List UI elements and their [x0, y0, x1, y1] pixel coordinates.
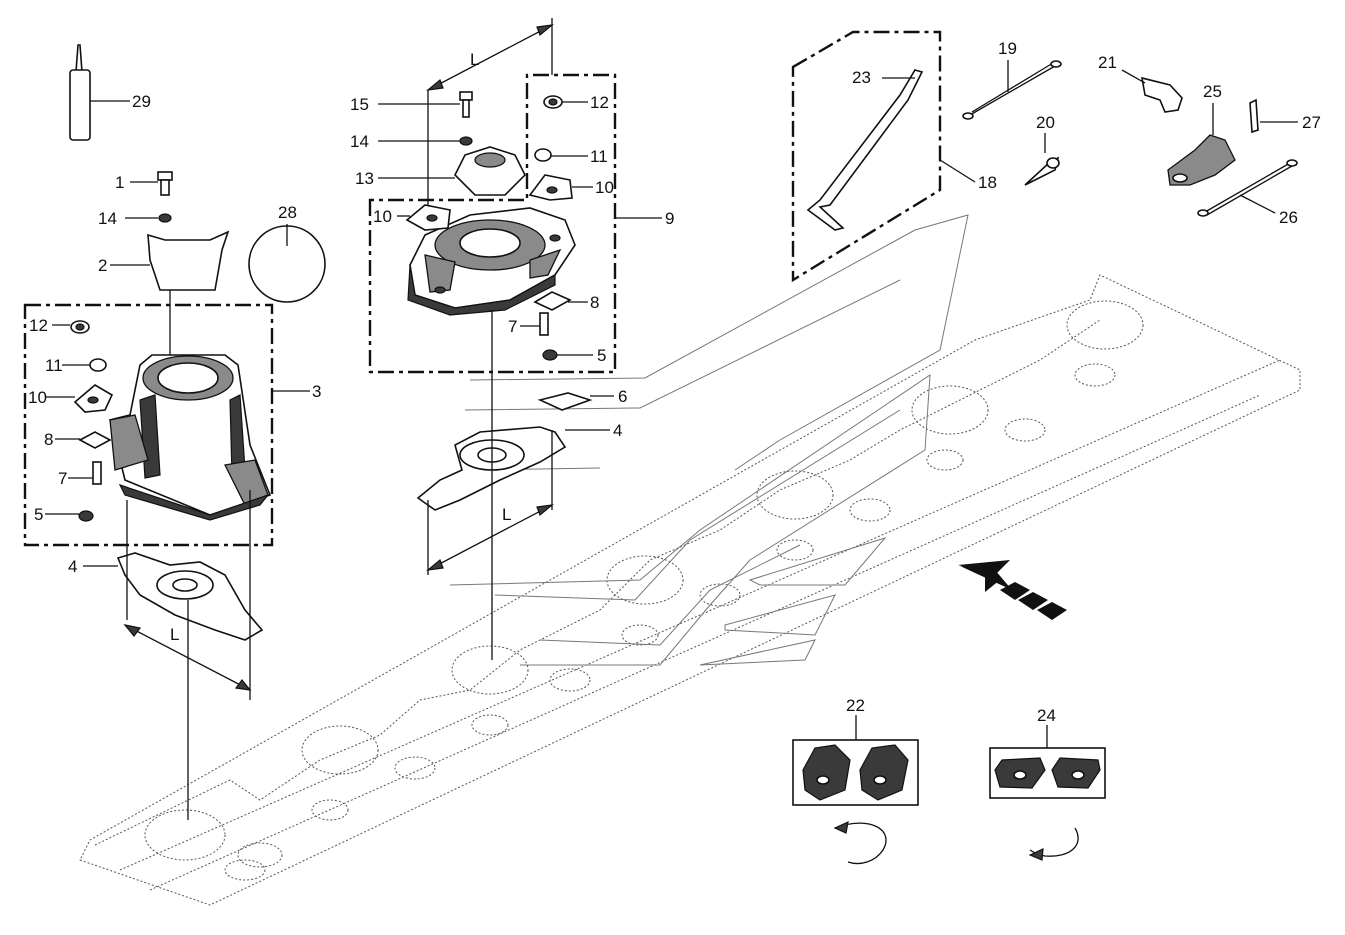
sealant-tube	[69, 44, 130, 141]
callout-26: 26	[1279, 208, 1298, 227]
callout-10-left: 10	[28, 388, 47, 407]
callout-15: 15	[350, 95, 369, 114]
left-small-parts	[45, 320, 114, 522]
callout-20: 20	[1036, 113, 1055, 132]
dimension-label-top: L	[470, 50, 479, 69]
callout-12-left: 12	[29, 316, 48, 335]
callout-19: 19	[998, 39, 1017, 58]
callout-5-left: 5	[34, 505, 43, 524]
callout-8-left: 8	[44, 430, 53, 449]
group-box-9	[368, 73, 617, 374]
left-hardware	[110, 171, 230, 355]
callout-13: 13	[355, 169, 374, 188]
callout-7-left: 7	[58, 469, 67, 488]
callout-4-center: 4	[613, 421, 622, 440]
dimension-label-left: L	[170, 625, 179, 644]
lever-group	[806, 69, 976, 231]
callout-28: 28	[278, 203, 297, 222]
cover-panels	[449, 214, 969, 666]
blade-holders-23	[792, 715, 919, 865]
callout-23: 22	[846, 696, 865, 715]
callout-25: 25	[1203, 82, 1222, 101]
callout-9: 9	[665, 209, 674, 228]
center-small-parts	[378, 91, 593, 361]
knife-and-skid-center	[416, 310, 614, 660]
right-small-parts	[962, 60, 1298, 217]
callout-24: 24	[1037, 706, 1056, 725]
callout-22: 21	[1098, 53, 1117, 72]
cutter-bar-ghost	[79, 274, 1301, 906]
callout-18: 18	[978, 173, 997, 192]
callout-3: 3	[312, 382, 321, 401]
housing-center	[407, 207, 662, 316]
dimension-label-bottom: L	[502, 505, 511, 524]
callout-21: 23	[852, 68, 871, 87]
blade-holders-24	[989, 725, 1106, 861]
group-box-3	[23, 303, 274, 547]
callout-10-center-left: 10	[373, 207, 392, 226]
callout-12-center: 12	[590, 93, 609, 112]
callout-5-center: 5	[597, 346, 606, 365]
callout-14-left: 14	[98, 209, 117, 228]
callout-6: 6	[618, 387, 627, 406]
callout-11-left: 11	[45, 356, 63, 375]
callout-2: 2	[98, 256, 107, 275]
callout-10-center-right: 10	[595, 178, 614, 197]
callout-29: 29	[132, 92, 151, 111]
housing-left	[109, 354, 310, 521]
travel-direction-arrow	[958, 560, 1067, 620]
callout-11-center: 11	[590, 147, 608, 166]
callout-4-left: 4	[68, 557, 77, 576]
callout-27: 27	[1302, 113, 1321, 132]
skid-plate-left	[83, 490, 264, 820]
callout-8-center: 8	[590, 293, 599, 312]
callout-1: 1	[115, 173, 124, 192]
callout-14-center: 14	[350, 132, 369, 151]
group-box-18	[791, 30, 942, 283]
gasket-plate	[248, 224, 326, 303]
dimension-center	[426, 18, 554, 575]
callout-7-center: 7	[508, 317, 517, 336]
